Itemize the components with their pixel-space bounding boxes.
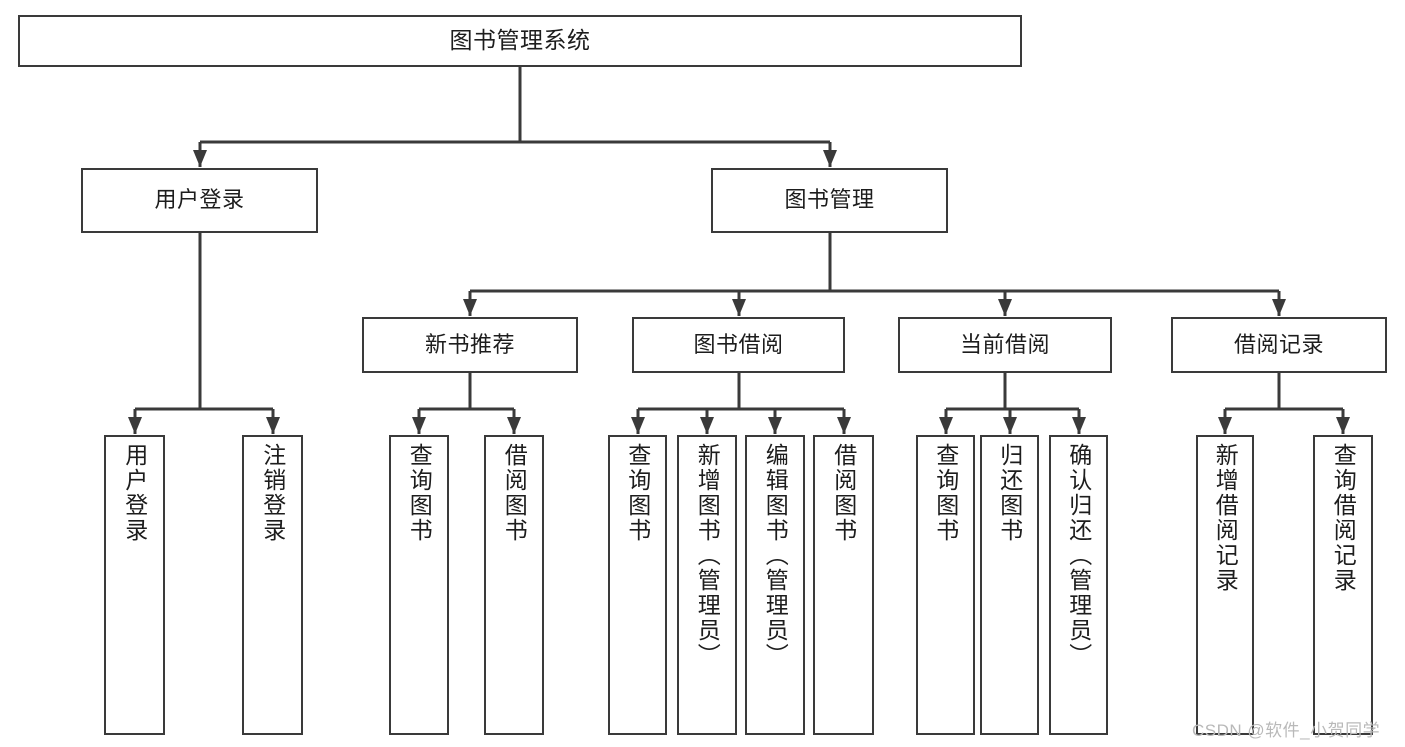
node-label: 用户登录 [121,443,148,543]
node-label: 当前借阅 [959,331,1050,357]
node-leaf-return-book[interactable]: 归还图书 [980,435,1039,735]
node-leaf-query-borrow-record[interactable]: 查询借阅记录 [1313,435,1373,735]
node-label: 用户登录 [154,187,245,213]
node-leaf-query-book-2[interactable]: 查询图书 [608,435,667,735]
node-root[interactable]: 图书管理系统 [18,15,1022,67]
connector-conn-user-login-to-leaves [128,233,280,434]
node-leaf-logout-login[interactable]: 注销登录 [242,435,303,735]
connector-conn-new-book-recommend-to-leaves [412,373,521,434]
node-label: 编辑图书（管理员） [762,443,789,668]
node-label: 新书推荐 [424,331,515,357]
connector-conn-book-borrow-to-leaves [631,373,851,434]
connector-conn-root-to-level2 [193,67,837,167]
node-l3-new-book-recommend[interactable]: 新书推荐 [362,317,578,373]
node-label: 确认归还（管理员） [1065,443,1092,668]
node-label: 借阅记录 [1233,331,1324,357]
connector-conn-book-manage-to-level3 [463,233,1286,316]
node-leaf-borrow-book-1[interactable]: 借阅图书 [484,435,544,735]
node-label: 新增图书（管理员） [694,443,721,668]
node-leaf-borrow-book-2[interactable]: 借阅图书 [813,435,874,735]
node-label: 注销登录 [259,443,286,543]
node-label: 查询图书 [932,443,959,543]
node-leaf-add-borrow-record[interactable]: 新增借阅记录 [1196,435,1254,735]
node-label: 图书借阅 [693,331,784,357]
connector-conn-current-borrow-to-leaves [939,373,1086,434]
node-leaf-edit-book-admin[interactable]: 编辑图书（管理员） [745,435,805,735]
node-label: 图书管理 [784,187,875,213]
node-l3-borrow-record[interactable]: 借阅记录 [1171,317,1387,373]
node-label: 借阅图书 [830,443,857,543]
node-label: 查询借阅记录 [1330,443,1357,593]
node-label: 新增借阅记录 [1212,443,1239,593]
node-label: 归还图书 [996,443,1023,543]
node-l3-current-borrow[interactable]: 当前借阅 [898,317,1112,373]
node-l3-book-borrow[interactable]: 图书借阅 [632,317,845,373]
node-label: 查询图书 [406,443,433,543]
node-leaf-query-book-1[interactable]: 查询图书 [389,435,449,735]
node-l2-book-manage[interactable]: 图书管理 [711,168,948,233]
node-leaf-user-login[interactable]: 用户登录 [104,435,165,735]
node-label: 查询图书 [624,443,651,543]
node-leaf-confirm-return-admin[interactable]: 确认归还（管理员） [1049,435,1108,735]
node-leaf-add-book-admin[interactable]: 新增图书（管理员） [677,435,737,735]
node-leaf-query-book-3[interactable]: 查询图书 [916,435,975,735]
csdn-watermark: CSDN @软件_小贺同学 [1192,721,1381,740]
connector-conn-borrow-record-to-leaves [1218,373,1350,434]
node-label: 借阅图书 [501,443,528,543]
node-label: 图书管理系统 [449,27,591,54]
node-l2-user-login[interactable]: 用户登录 [81,168,318,233]
